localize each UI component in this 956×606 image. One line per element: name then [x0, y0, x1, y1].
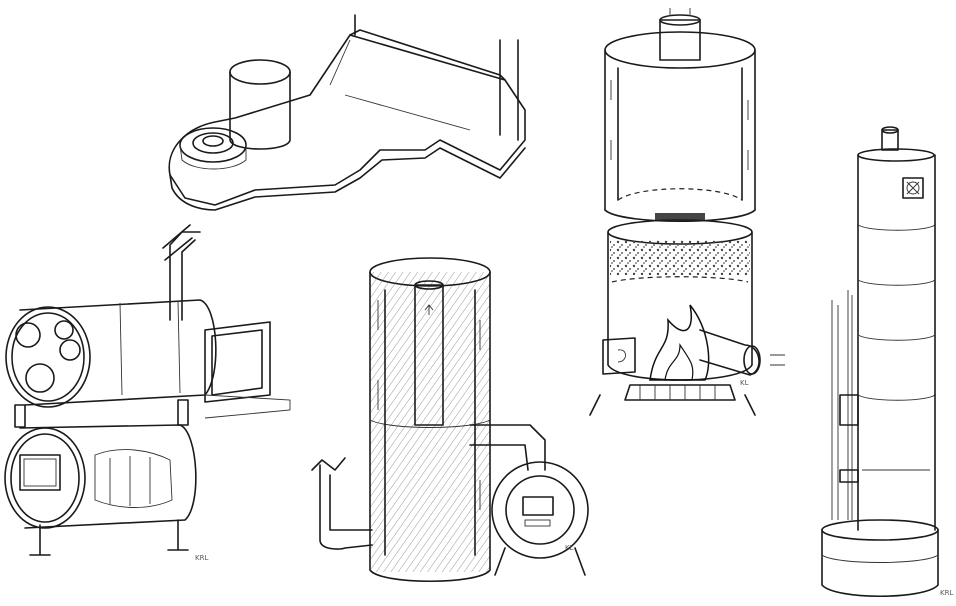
- insulated-column-heater: KL: [311, 257, 589, 583]
- tall-segmented-stove-pipe: KRL: [821, 126, 953, 598]
- signature-barrel: KRL: [195, 554, 208, 562]
- signature-column: KL: [565, 544, 574, 552]
- heat-riser-with-firebox: KL: [589, 8, 785, 416]
- signature-tower: KRL: [940, 589, 953, 597]
- l-shaped-rocket-stove: [168, 14, 526, 211]
- signature-riser: KL: [740, 379, 749, 387]
- double-barrel-stove: KRL: [4, 224, 291, 562]
